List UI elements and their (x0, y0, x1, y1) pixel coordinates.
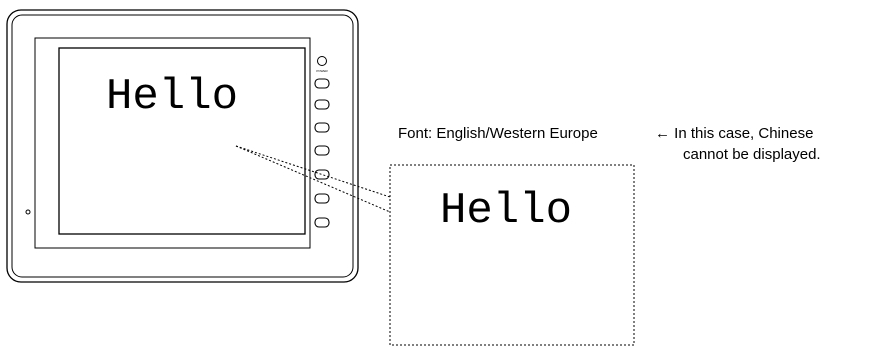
function-key[interactable] (314, 193, 330, 204)
device-inner-frame (11, 14, 354, 278)
hmi-device: POWER Hello (6, 9, 359, 283)
enlarged-hello-text: Hello (440, 186, 572, 236)
connector-line-upper (235, 145, 391, 198)
note-line-1: ← In this case, Chinese (655, 125, 813, 142)
font-label: Font: English/Western Europe (398, 125, 598, 142)
enlarged-view-box (389, 164, 635, 346)
display-screen (58, 47, 306, 235)
function-key[interactable] (314, 78, 330, 89)
function-keys (314, 78, 330, 228)
connector-line-lower (235, 145, 391, 213)
device-outer-frame (6, 9, 359, 283)
status-led-label-icon: POWER (316, 69, 328, 73)
screen-hello-text: Hello (106, 72, 238, 122)
function-key[interactable] (314, 122, 330, 133)
indicator-hole (25, 209, 31, 215)
left-arrow-icon: ← (655, 125, 670, 142)
function-key[interactable] (314, 217, 330, 228)
status-led-icon (317, 56, 327, 66)
display-bezel (34, 37, 311, 249)
zoom-connector-lines (235, 145, 391, 213)
note-text-1: In this case, Chinese (674, 125, 814, 142)
function-key[interactable] (314, 145, 330, 156)
function-key[interactable] (314, 169, 330, 180)
function-key[interactable] (314, 99, 330, 110)
note-line-2: cannot be displayed. (683, 146, 821, 163)
